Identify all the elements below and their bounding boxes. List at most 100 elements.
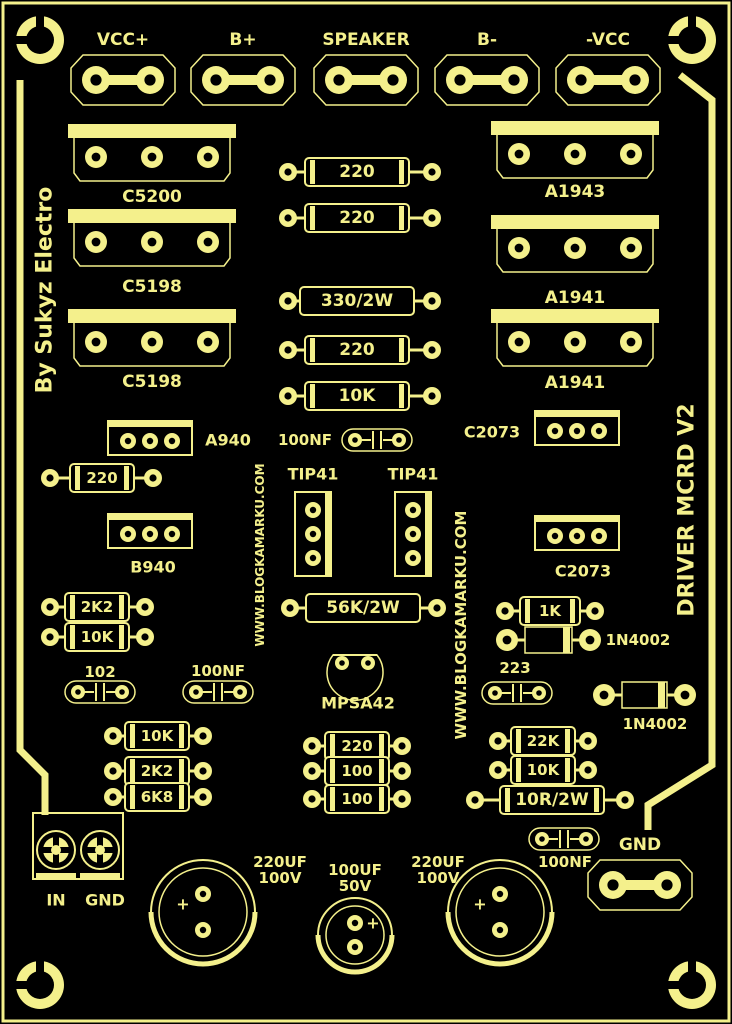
- resistor-band: [570, 599, 575, 623]
- connector-trace: [460, 75, 514, 85]
- resistor: 220: [279, 157, 441, 187]
- heatsink-tab: [68, 124, 236, 138]
- mpsa42-transistor: MPSA42: [321, 654, 395, 713]
- pad-hole: [199, 793, 207, 801]
- resistor-band: [310, 338, 315, 362]
- pad-hole: [573, 427, 581, 435]
- transistor-label: C2073: [464, 423, 520, 442]
- pad-hole: [496, 890, 504, 898]
- pad-hole: [428, 297, 436, 305]
- pad-hole: [409, 506, 417, 514]
- transistor-flat: [535, 516, 619, 522]
- resistor-value: 2K2: [141, 762, 174, 780]
- capacitor-outline: [481, 681, 553, 705]
- cathode-band: [563, 627, 570, 653]
- mounting-hole: [16, 16, 64, 64]
- resistor-value: 10K: [339, 386, 377, 406]
- transistor-tab: [325, 492, 331, 576]
- mounting-hole-center: [26, 971, 54, 999]
- resistor-band: [330, 734, 335, 758]
- resistor: 22K: [489, 726, 597, 756]
- resistor-band: [124, 466, 129, 490]
- small-transistor: C2073: [534, 515, 620, 581]
- pad-hole: [193, 689, 199, 695]
- capacitor-voltage: 50V: [339, 877, 372, 895]
- resistor-band: [70, 625, 75, 649]
- website-label: WWW.BLOGKAMARKU.COM: [253, 463, 267, 646]
- power-transistor: A1941: [491, 309, 659, 393]
- connector-speaker: SPEAKER: [313, 30, 419, 106]
- plus-sign: +: [366, 914, 379, 933]
- pad-hole: [109, 732, 117, 740]
- resistor-band: [310, 384, 315, 408]
- resistor-body: [519, 596, 581, 626]
- tip41-transistor: TIP41: [388, 465, 438, 577]
- pad-hole: [514, 337, 524, 347]
- capacitor-voltage: 100V: [259, 869, 302, 887]
- resistor-value: 220: [339, 162, 375, 182]
- transistor-body: [496, 229, 654, 273]
- resistor-band: [379, 734, 384, 758]
- transistor-body: [73, 323, 231, 367]
- connector--vcc: -VCC: [555, 30, 661, 106]
- pad-hole: [501, 607, 509, 615]
- pad-hole: [629, 74, 641, 86]
- transistor-label: C5200: [122, 187, 182, 207]
- mounting-hole: [668, 16, 716, 64]
- resistor-body: [304, 157, 410, 187]
- pad-hole: [333, 74, 345, 86]
- resistor: 6K8: [104, 782, 212, 812]
- pad-hole: [168, 530, 176, 538]
- transistor-outline: [326, 654, 384, 701]
- resistor-body: [124, 782, 190, 812]
- pad-hole: [595, 532, 603, 540]
- screw-center: [95, 845, 105, 855]
- transistor-body: [73, 138, 231, 182]
- resistor-band: [330, 759, 335, 783]
- resistor-band: [310, 206, 315, 230]
- transistor-tab: [425, 492, 431, 576]
- capacitor-label: 102: [84, 663, 115, 681]
- capacitor-voltage: 100V: [417, 869, 460, 887]
- power-transistor: A1943: [491, 121, 659, 202]
- resistor-band: [119, 625, 124, 649]
- transistor-label: A940: [205, 431, 251, 450]
- diode-label: 1N4002: [623, 715, 688, 733]
- resistor-band: [379, 787, 384, 811]
- pad-hole: [91, 152, 101, 162]
- pad-hole: [284, 346, 292, 354]
- pad-hole: [387, 74, 399, 86]
- terminal-label-gnd: GND: [85, 891, 125, 910]
- resistor-value: 100: [341, 790, 372, 808]
- pad-hole: [210, 74, 222, 86]
- pad-hole: [494, 737, 502, 745]
- pad-hole: [398, 742, 406, 750]
- resistor: 330/2W: [279, 286, 441, 316]
- pad-hole: [147, 237, 157, 247]
- connector-trace: [581, 75, 635, 85]
- resistor-body: [64, 592, 130, 622]
- resistor: 220: [41, 463, 162, 493]
- connector-outline: [434, 54, 540, 106]
- pad-hole: [147, 337, 157, 347]
- resistor-band: [516, 729, 521, 753]
- pad-hole: [203, 152, 213, 162]
- small-transistor: C2073: [464, 410, 620, 446]
- resistor-band: [179, 785, 184, 809]
- heatsink-tab: [491, 121, 659, 135]
- connector-outline: [587, 859, 693, 911]
- website-label: WWW.BLOGKAMARKU.COM: [452, 511, 470, 740]
- mounting-hole-center: [678, 971, 706, 999]
- resistor-band: [505, 788, 510, 812]
- pad-hole: [409, 530, 417, 538]
- resistor-value: 10K: [527, 761, 561, 779]
- pad-hole: [591, 607, 599, 615]
- resistor-value: 10R/2W: [515, 790, 589, 810]
- pad-hole: [599, 690, 609, 700]
- pad-hole: [539, 836, 545, 842]
- resistor-body: [305, 593, 421, 623]
- resistor: 2K2: [104, 756, 212, 786]
- connector-outline: [555, 54, 661, 106]
- pad-hole: [203, 337, 213, 347]
- resistor-band: [399, 160, 404, 184]
